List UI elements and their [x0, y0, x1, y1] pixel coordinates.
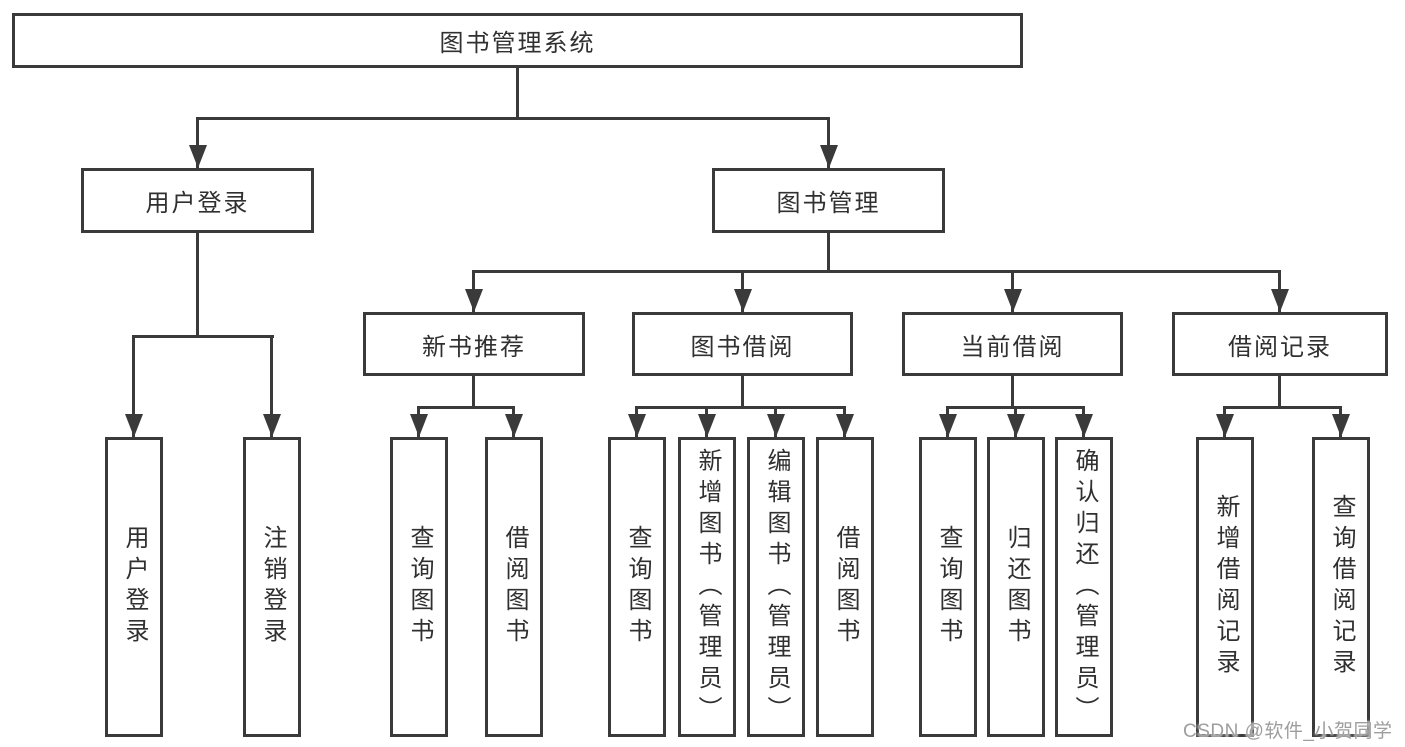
connector-line: [1278, 375, 1281, 409]
node-book-management-label: 图书管理: [776, 190, 881, 217]
leaf-query-books-current-label: 查询图书: [935, 525, 962, 649]
arrowhead-down: [1004, 289, 1022, 312]
arrowhead-down: [410, 414, 428, 437]
arrowhead-down: [189, 145, 207, 168]
connector-line: [472, 270, 1281, 273]
connector-line: [196, 117, 830, 120]
arrowhead-down: [505, 414, 523, 437]
node-book-management: 图书管理: [712, 168, 945, 233]
arrowhead-down: [698, 414, 716, 437]
node-new-book-recommend: 新书推荐: [363, 312, 585, 376]
leaf-borrow-books-borrow-label: 借阅图书: [832, 525, 859, 649]
arrowhead-down: [836, 414, 854, 437]
connector-line: [196, 117, 199, 168]
leaf-return-book: 归还图书: [987, 437, 1045, 737]
leaf-add-borrow-record: 新增借阅记录: [1196, 437, 1254, 737]
leaf-query-borrow-record: 查询借阅记录: [1312, 437, 1370, 737]
node-current-borrow-label: 当前借阅: [960, 333, 1065, 361]
leaf-return-book-label: 归还图书: [1003, 525, 1030, 649]
leaf-query-borrow-record-label: 查询借阅记录: [1328, 494, 1355, 680]
leaf-borrow-books-recommend-label: 借阅图书: [501, 525, 528, 649]
arrowhead-down: [1332, 414, 1350, 437]
arrowhead-down: [1075, 414, 1093, 437]
node-current-borrow: 当前借阅: [902, 312, 1123, 376]
connector-line: [1223, 406, 1342, 409]
leaf-confirm-return-admin: 确认归还（管理员）: [1055, 437, 1113, 737]
leaf-user-login-label: 用户登录: [121, 525, 148, 649]
connector-line: [132, 335, 274, 338]
arrowhead-down: [820, 145, 838, 168]
arrowhead-down: [734, 289, 752, 312]
node-root: 图书管理系统: [12, 13, 1023, 68]
leaf-edit-book-admin-label: 编辑图书（管理员）: [763, 447, 790, 727]
leaf-query-books-borrow-label: 查询图书: [624, 525, 651, 649]
leaf-confirm-return-admin-label: 确认归还（管理员）: [1071, 447, 1098, 727]
leaf-add-book-admin: 新增图书（管理员）: [678, 437, 736, 737]
watermark: CSDN @软件_小贺同学: [1183, 721, 1393, 742]
connector-line: [1011, 375, 1014, 409]
connector-line: [741, 375, 744, 409]
node-book-borrow: 图书借阅: [632, 312, 853, 376]
arrowhead-down: [1007, 414, 1025, 437]
leaf-add-borrow-record-label: 新增借阅记录: [1212, 494, 1239, 680]
connector-line: [270, 335, 273, 437]
node-user-login: 用户登录: [81, 168, 314, 233]
arrowhead-down: [767, 414, 785, 437]
connector-line: [827, 117, 830, 168]
connector-line: [516, 68, 519, 119]
node-book-borrow-label: 图书借阅: [690, 333, 795, 361]
connector-line: [132, 335, 135, 437]
leaf-add-book-admin-label: 新增图书（管理员）: [694, 447, 721, 727]
node-new-book-recommend-label: 新书推荐: [422, 333, 526, 361]
arrowhead-down: [1271, 289, 1289, 312]
node-borrow-records-label: 借阅记录: [1228, 333, 1332, 361]
connector-line: [635, 406, 846, 409]
connector-line: [196, 232, 199, 338]
connector-line: [827, 232, 830, 273]
node-borrow-records: 借阅记录: [1172, 312, 1388, 376]
leaf-logout: 注销登录: [243, 437, 301, 737]
arrowhead-down: [465, 289, 483, 312]
leaf-query-books-recommend: 查询图书: [390, 437, 448, 737]
arrowhead-down: [1216, 414, 1234, 437]
connector-line: [472, 375, 475, 409]
leaf-logout-label: 注销登录: [259, 525, 286, 649]
arrowhead-down: [125, 414, 143, 437]
leaf-borrow-books-recommend: 借阅图书: [485, 437, 543, 737]
node-root-label: 图书管理系统: [439, 30, 596, 57]
node-user-login-label: 用户登录: [145, 190, 250, 217]
arrowhead-down: [263, 414, 281, 437]
arrowhead-down: [628, 414, 646, 437]
leaf-edit-book-admin: 编辑图书（管理员）: [747, 437, 805, 737]
arrowhead-down: [939, 414, 957, 437]
connector-line: [417, 406, 515, 409]
leaf-query-books-recommend-label: 查询图书: [406, 525, 433, 649]
leaf-query-books-current: 查询图书: [919, 437, 977, 737]
leaf-query-books-borrow: 查询图书: [608, 437, 666, 737]
leaf-borrow-books-borrow: 借阅图书: [816, 437, 874, 737]
leaf-user-login: 用户登录: [105, 437, 163, 737]
